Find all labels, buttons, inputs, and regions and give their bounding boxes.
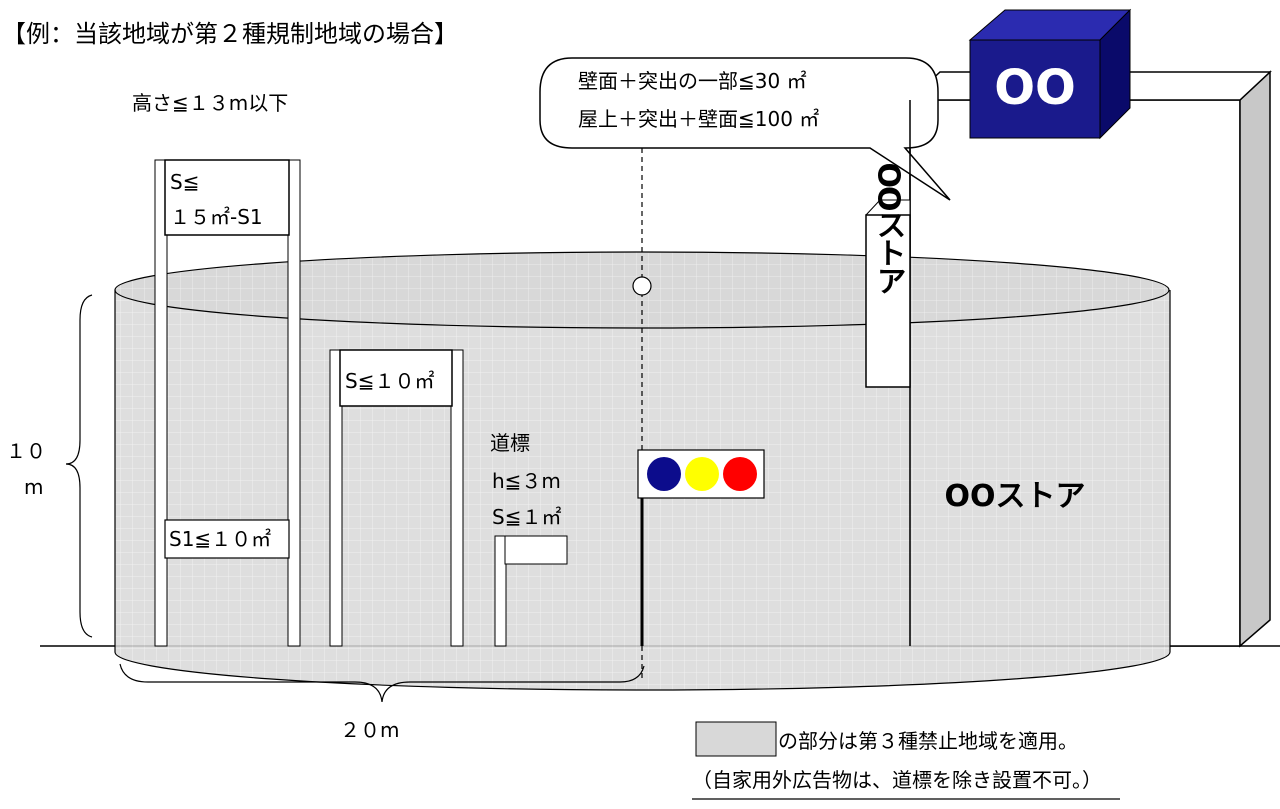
diagram-title: 【例：当該地域が第２種規制地域の場合】 [2, 20, 458, 48]
vertical-projecting-sign [865, 199, 911, 388]
center-point-marker [632, 276, 652, 296]
height-brace [65, 294, 93, 638]
callout-line-2: 屋上＋突出＋壁面≦100 ㎡ [578, 107, 819, 131]
vertical-sign-text: OOストア [871, 162, 906, 294]
rooftop-sign-text: OO [994, 60, 1076, 116]
road-sign-area: S≦１㎡ [492, 505, 561, 529]
road-sign-title: 道標 [490, 431, 530, 455]
tall-signboard [154, 159, 301, 647]
callout-line-1: 壁面＋突出の一部≦30 ㎡ [578, 69, 807, 93]
tall-sign-height-label: 高さ≦１３m以下 [132, 91, 288, 115]
legend-line-1: の部分は第３種禁止地域を適用。 [778, 729, 1078, 753]
tall-sign-upper-line1: S≦ [170, 170, 199, 194]
road-sign [494, 535, 568, 647]
flag-dot-red [723, 457, 757, 491]
tall-sign-upper-line2: １５㎡-S1 [170, 205, 263, 229]
legend-swatch [695, 721, 777, 757]
rooftop-cube-sign [968, 8, 1132, 140]
flag-dot-blue [647, 457, 681, 491]
height-dim-line1: １０ [6, 439, 46, 463]
callout-bubble [539, 57, 951, 201]
wall-sign-text: OOストア [944, 479, 1085, 514]
width-dim-label: ２０m [340, 718, 399, 742]
mid-sign-label: S≦１０㎡ [345, 369, 434, 393]
road-sign-height: h≦３m [492, 469, 561, 493]
mid-signboard [329, 349, 464, 647]
height-dim-line2: m [24, 475, 43, 499]
legend-line-2: （自家用外広告物は、道標を除き設置不可。） [692, 768, 1102, 792]
flag-dot-yellow [685, 457, 719, 491]
tall-sign-lower-label: S1≦１０㎡ [169, 527, 271, 551]
width-brace [119, 663, 645, 703]
